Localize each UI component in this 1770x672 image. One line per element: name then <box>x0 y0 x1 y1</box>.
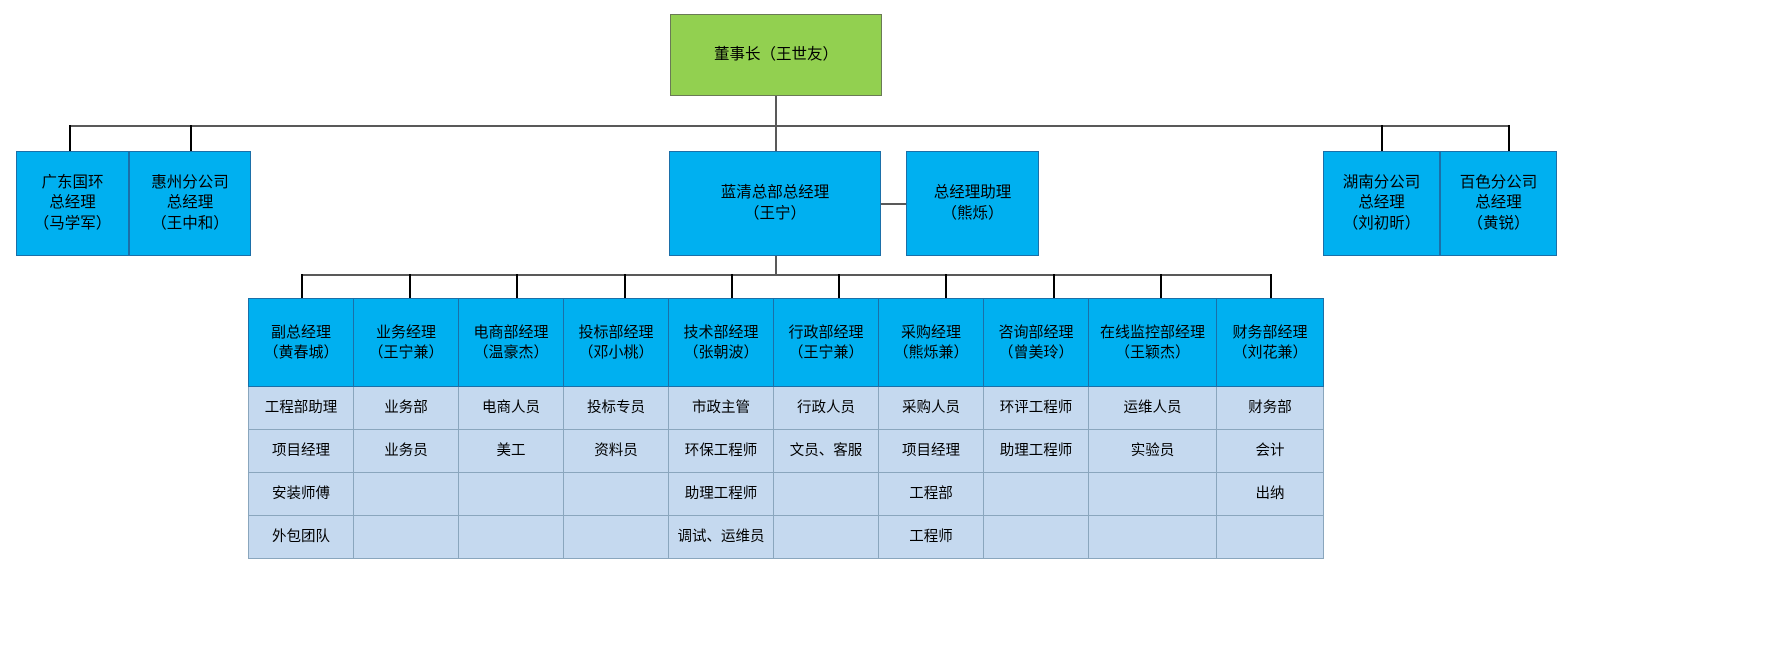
table-cell: 运维人员 <box>1088 386 1217 430</box>
connector-drop-dept-10 <box>1270 274 1272 298</box>
table-cell: 外包团队 <box>248 515 354 559</box>
table-cell <box>563 515 669 559</box>
connector-drop-guangdong <box>69 125 71 152</box>
node-branch-baise-label: 百色分公司 总经理 （黄锐） <box>1459 173 1538 232</box>
department-table-body: 副总经理 （黄春城） 业务经理 （王宁兼） 电商部经理 （温豪杰） 投标部经理 … <box>248 298 1324 559</box>
table-cell <box>563 472 669 516</box>
table-cell <box>458 515 564 559</box>
table-cell: 工程部助理 <box>248 386 354 430</box>
table-cell <box>773 515 879 559</box>
table-cell: 项目经理 <box>248 429 354 473</box>
table-cell: 业务部 <box>353 386 459 430</box>
department-header-cell[interactable]: 采购经理 （熊烁兼） <box>878 298 984 387</box>
table-cell <box>1088 472 1217 516</box>
department-header-cell[interactable]: 在线监控部经理 （王颖杰） <box>1088 298 1217 387</box>
node-branch-guangdong[interactable]: 广东国环 总经理 （马学军） <box>16 151 129 256</box>
table-cell: 实验员 <box>1088 429 1217 473</box>
table-cell: 资料员 <box>563 429 669 473</box>
node-headquarters-gm[interactable]: 蓝清总部总经理 （王宁） <box>669 151 881 256</box>
connector-drop-dept-9 <box>1160 274 1162 298</box>
connector-drop-baise <box>1508 125 1510 152</box>
connector-drop-dept-6 <box>838 274 840 298</box>
department-header-cell[interactable]: 咨询部经理 （曾美玲） <box>983 298 1089 387</box>
department-header-cell[interactable]: 财务部经理 （刘花兼） <box>1216 298 1324 387</box>
connector-top-bus <box>69 125 1509 127</box>
table-cell: 助理工程师 <box>983 429 1089 473</box>
table-cell <box>1088 515 1217 559</box>
node-headquarters-gm-label: 蓝清总部总经理 （王宁） <box>720 184 830 222</box>
table-cell: 环评工程师 <box>983 386 1089 430</box>
table-cell: 会计 <box>1216 429 1324 473</box>
table-cell: 财务部 <box>1216 386 1324 430</box>
node-branch-huizhou[interactable]: 惠州分公司 总经理 （王中和） <box>129 151 251 256</box>
table-cell: 安装师傅 <box>248 472 354 516</box>
table-cell: 投标专员 <box>563 386 669 430</box>
table-cell: 行政人员 <box>773 386 879 430</box>
table-cell: 工程部 <box>878 472 984 516</box>
node-gm-assistant[interactable]: 总经理助理 （熊烁） <box>906 151 1039 256</box>
table-cell: 项目经理 <box>878 429 984 473</box>
table-cell: 环保工程师 <box>668 429 774 473</box>
table-cell: 市政主管 <box>668 386 774 430</box>
connector-drop-dept-4 <box>624 274 626 298</box>
table-cell <box>1216 515 1324 559</box>
connector-chairman-stem <box>775 96 777 126</box>
table-cell: 电商人员 <box>458 386 564 430</box>
connector-drop-dept-5 <box>731 274 733 298</box>
table-row: 项目经理 业务员 美工 资料员 环保工程师 文员、客服 项目经理 助理工程师 实… <box>248 429 1324 473</box>
table-cell <box>353 515 459 559</box>
table-row: 工程部助理 业务部 电商人员 投标专员 市政主管 行政人员 采购人员 环评工程师… <box>248 386 1324 430</box>
node-chairman[interactable]: 董事长（王世友） <box>670 14 882 96</box>
department-header-cell[interactable]: 技术部经理 （张朝波） <box>668 298 774 387</box>
connector-gm-stem <box>775 256 777 276</box>
connector-drop-dept-1 <box>301 274 303 298</box>
table-cell <box>983 472 1089 516</box>
department-header-cell[interactable]: 电商部经理 （温豪杰） <box>458 298 564 387</box>
node-branch-guangdong-label: 广东国环 总经理 （马学军） <box>33 173 112 232</box>
connector-drop-center <box>775 125 777 152</box>
node-gm-assistant-label: 总经理助理 （熊烁） <box>933 184 1012 222</box>
table-cell <box>983 515 1089 559</box>
table-cell: 美工 <box>458 429 564 473</box>
department-header-row: 副总经理 （黄春城） 业务经理 （王宁兼） 电商部经理 （温豪杰） 投标部经理 … <box>248 298 1324 387</box>
table-cell: 出纳 <box>1216 472 1324 516</box>
connector-department-bus <box>301 274 1271 276</box>
connector-drop-dept-2 <box>409 274 411 298</box>
department-header-cell[interactable]: 行政部经理 （王宁兼） <box>773 298 879 387</box>
node-branch-hunan-label: 湖南分公司 总经理 （刘初昕） <box>1342 173 1421 232</box>
connector-drop-huizhou <box>190 125 192 152</box>
node-branch-baise[interactable]: 百色分公司 总经理 （黄锐） <box>1440 151 1557 256</box>
table-row: 安装师傅 助理工程师 工程部 出纳 <box>248 472 1324 516</box>
department-header-cell[interactable]: 副总经理 （黄春城） <box>248 298 354 387</box>
table-cell: 业务员 <box>353 429 459 473</box>
connector-gm-assistant <box>881 203 906 205</box>
connector-drop-dept-7 <box>945 274 947 298</box>
table-cell <box>353 472 459 516</box>
connector-drop-dept-3 <box>516 274 518 298</box>
table-cell: 调试、运维员 <box>668 515 774 559</box>
table-row: 外包团队 调试、运维员 工程师 <box>248 515 1324 559</box>
table-cell <box>773 472 879 516</box>
table-cell <box>458 472 564 516</box>
department-header-cell[interactable]: 投标部经理 （邓小桃） <box>563 298 669 387</box>
table-cell: 工程师 <box>878 515 984 559</box>
department-header-cell[interactable]: 业务经理 （王宁兼） <box>353 298 459 387</box>
connector-drop-hunan <box>1381 125 1383 152</box>
node-branch-hunan[interactable]: 湖南分公司 总经理 （刘初昕） <box>1323 151 1440 256</box>
table-cell: 文员、客服 <box>773 429 879 473</box>
department-table: 副总经理 （黄春城） 业务经理 （王宁兼） 电商部经理 （温豪杰） 投标部经理 … <box>248 298 1324 559</box>
table-cell: 助理工程师 <box>668 472 774 516</box>
table-cell: 采购人员 <box>878 386 984 430</box>
node-chairman-label: 董事长（王世友） <box>713 45 838 63</box>
connector-drop-dept-8 <box>1053 274 1055 298</box>
node-branch-huizhou-label: 惠州分公司 总经理 （王中和） <box>151 173 229 232</box>
